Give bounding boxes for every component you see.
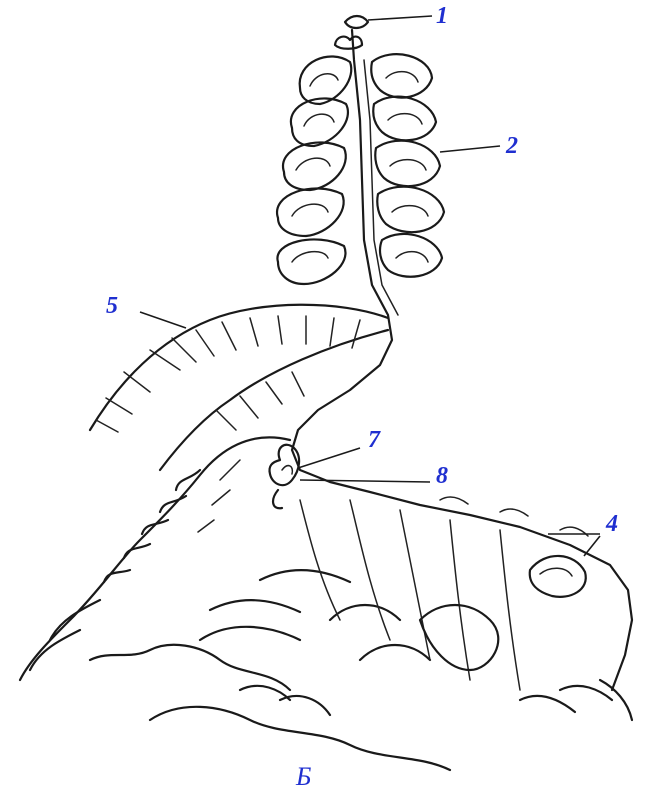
label-2: 2 bbox=[506, 134, 518, 158]
label-1: 1 bbox=[436, 4, 448, 28]
label-5: 5 bbox=[106, 294, 118, 318]
label-8: 8 bbox=[436, 464, 448, 488]
figure-caption: Б bbox=[296, 764, 311, 790]
lower-mass bbox=[90, 500, 632, 770]
label-7: 7 bbox=[368, 428, 380, 452]
leader-lines bbox=[140, 16, 600, 556]
node-region bbox=[269, 445, 588, 536]
left-leaf bbox=[20, 437, 290, 680]
spike-leaves bbox=[277, 54, 444, 284]
label-4: 4 bbox=[606, 512, 618, 536]
upper-leaf bbox=[90, 305, 388, 470]
